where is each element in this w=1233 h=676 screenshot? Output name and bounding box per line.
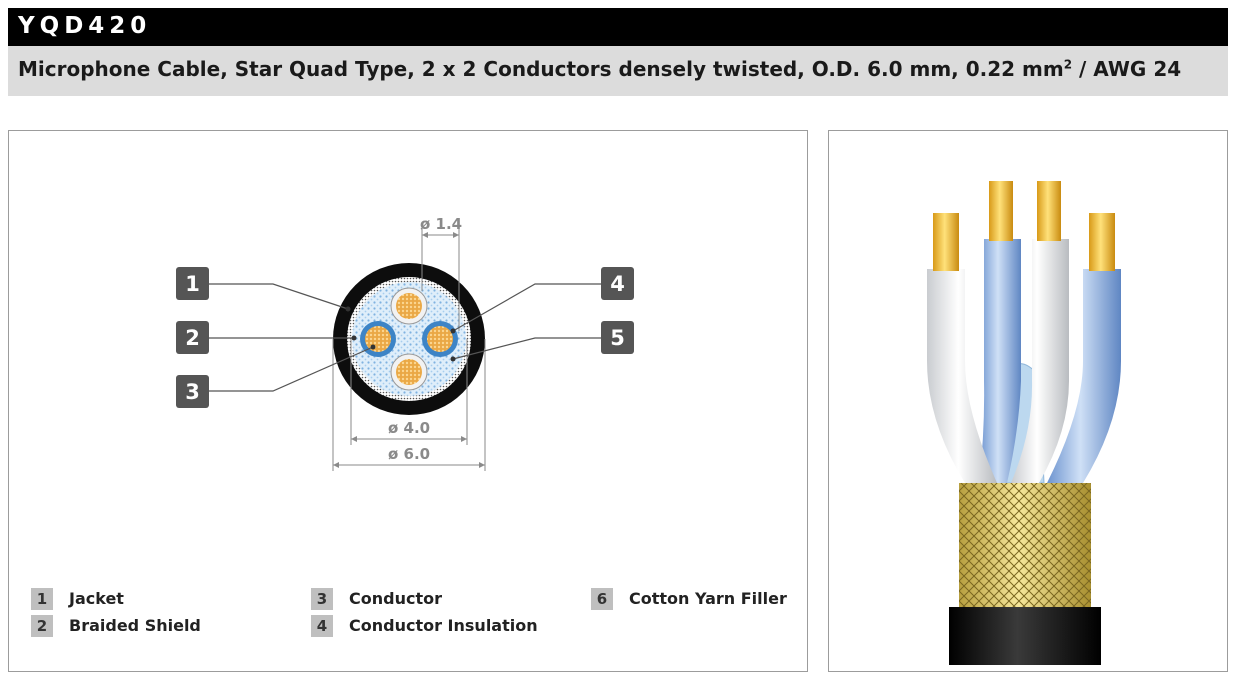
description-suffix: / AWG 24	[1072, 57, 1182, 81]
legend-number: 4	[311, 615, 333, 637]
cable-illustration	[927, 181, 1121, 665]
legend-number: 6	[591, 588, 613, 610]
legend-number: 2	[31, 615, 53, 637]
callout-5: 5	[601, 321, 634, 354]
description-text: Microphone Cable, Star Quad Type, 2 x 2 …	[18, 57, 1064, 81]
conductor-top	[390, 287, 428, 325]
legend-label: Cotton Yarn Filler	[629, 589, 787, 608]
conductor-right	[422, 321, 458, 357]
cable-illustration-panel	[828, 130, 1228, 672]
dimension-conductor-label: ø 1.4	[420, 215, 462, 233]
svg-text:3: 3	[185, 380, 200, 404]
callout-3: 3	[176, 375, 209, 408]
leader-dots	[345, 306, 456, 362]
dimension-outer-label: ø 6.0	[388, 445, 430, 463]
leader-lines	[209, 283, 601, 392]
legend-label: Conductor	[349, 589, 442, 608]
conductor-front-white	[927, 213, 997, 483]
cotton-yarn-filler	[352, 282, 466, 396]
svg-text:1: 1	[185, 272, 200, 296]
model-title: YQD420	[18, 13, 152, 39]
dimension-outer	[332, 339, 486, 471]
dimension-inner-label: ø 4.0	[388, 419, 430, 437]
conductor-left	[360, 321, 396, 357]
cable-jacket	[949, 607, 1101, 665]
svg-text:5: 5	[610, 326, 625, 350]
legend-label: Jacket	[69, 589, 124, 608]
braided-shield	[959, 483, 1091, 607]
conductor-back-blue	[979, 181, 1021, 483]
callout-4: 4	[601, 267, 634, 300]
svg-text:4: 4	[610, 272, 625, 296]
subtitle-bar: Microphone Cable, Star Quad Type, 2 x 2 …	[8, 46, 1228, 96]
callout-1: 1	[176, 267, 209, 300]
title-bar: YQD420	[8, 8, 1228, 46]
svg-text:2: 2	[185, 326, 200, 350]
legend-number: 3	[311, 588, 333, 610]
conductor-bottom	[390, 353, 428, 391]
callout-2: 2	[176, 321, 209, 354]
legend-number: 1	[31, 588, 53, 610]
conductor-front-blue	[1047, 213, 1121, 483]
dimension-inner	[350, 339, 468, 445]
legend-label: Conductor Insulation	[349, 616, 538, 635]
cross-section-diagram: ø 1.4 ø 4.0 ø 6.0	[176, 215, 634, 471]
legend-label: Braided Shield	[69, 616, 201, 635]
dimension-conductor	[421, 227, 460, 331]
description-superscript: 2	[1063, 57, 1073, 72]
cable-description: Microphone Cable, Star Quad Type, 2 x 2 …	[18, 57, 1181, 81]
conductor-back-white	[1011, 181, 1069, 483]
cross-section-panel: ø 1.4 ø 4.0 ø 6.0	[8, 130, 808, 672]
